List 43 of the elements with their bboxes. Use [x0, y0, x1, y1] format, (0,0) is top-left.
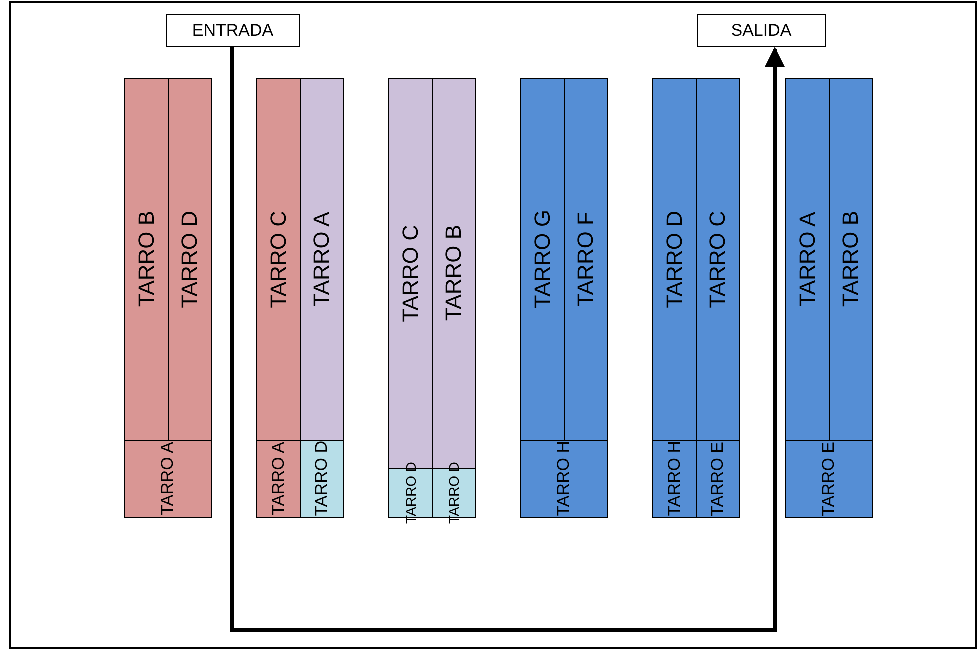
sign-box [697, 14, 826, 47]
storage-bin [432, 78, 476, 469]
storage-bin [124, 78, 169, 441]
bin-label: TARRO C [266, 210, 292, 308]
bin-label: TARRO A [309, 212, 335, 307]
bin-label: TARRO D [177, 210, 203, 308]
bin-label: TARRO D [312, 441, 332, 517]
bin-label: TARRO B [134, 211, 160, 308]
sign-label: ENTRADA [192, 20, 274, 40]
route-arrow [230, 47, 785, 632]
storage-bin [520, 440, 608, 518]
bin-label: TARRO C [398, 224, 424, 322]
sign-label: SALIDA [731, 20, 792, 40]
storage-bin [696, 440, 740, 518]
bin-label: TARRO B [441, 225, 467, 322]
sign-box [166, 14, 300, 47]
storage-bin [785, 440, 873, 518]
bin-label: TARRO B [838, 211, 864, 308]
storage-bin [652, 440, 697, 518]
bin-label: TARRO A [794, 212, 820, 307]
storage-bin [300, 440, 344, 518]
bin-label: TARRO D [662, 210, 688, 308]
storage-bin [256, 78, 301, 441]
bin-label: TARRO H [664, 441, 684, 517]
bin-label: TARRO A [158, 442, 178, 516]
storage-bin [520, 78, 565, 441]
storage-bin [256, 440, 301, 518]
storage-bin [829, 78, 873, 441]
bin-label: TARRO E [708, 442, 728, 516]
storage-bin [388, 78, 433, 469]
storage-bin [564, 78, 608, 441]
storage-bin [300, 78, 344, 441]
storage-bin [124, 440, 212, 518]
bin-label: TARRO F [573, 212, 599, 307]
storage-bin [652, 78, 697, 441]
bin-label: TARRO C [705, 210, 731, 308]
bin-label: TARRO H [554, 441, 574, 517]
bin-label: TARRO A [268, 442, 288, 516]
storage-bin [168, 78, 212, 441]
bin-label: TARRO E [819, 442, 839, 516]
bin-label: TARRO G [530, 210, 556, 309]
storage-bin [696, 78, 740, 441]
storage-bin [785, 78, 830, 441]
